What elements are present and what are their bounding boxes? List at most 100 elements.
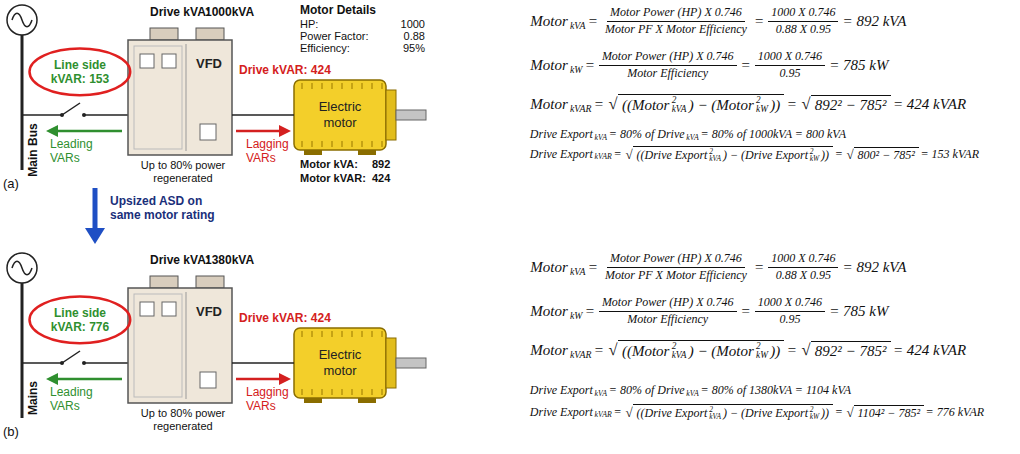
value-key: Motor kVAR: [300, 172, 366, 185]
subscript: kVA [709, 155, 721, 162]
main-bus [21, 283, 24, 418]
main-bus [21, 35, 24, 170]
denominator: 0.95 [776, 312, 803, 327]
lagging-arrow [236, 130, 280, 133]
node-text: Electric motor [305, 347, 375, 378]
equation-term: = [591, 96, 606, 113]
radicand: ((Motor2kVA) − (Motor2kW)) [618, 94, 785, 115]
value: 892 [372, 158, 390, 171]
equation-term: Motor [528, 96, 570, 113]
vfd-window [162, 302, 176, 316]
motor-foot [304, 150, 322, 155]
subscript: kVA [686, 390, 698, 399]
radical-sign: √ [799, 341, 811, 360]
motor-rib [371, 83, 373, 147]
equation-term: Motor [528, 303, 570, 320]
numerator: Motor Power (HP) X 0.746 [599, 296, 737, 312]
radicand: ((Drive Export2kVA) − (Drive Export2kW)) [633, 404, 833, 421]
subscript: kVA [672, 105, 687, 114]
fraction: 1000 X 0.7460.95 [755, 50, 825, 81]
motor-rib [371, 331, 373, 395]
sup-sub: 2kVA [672, 96, 687, 115]
superscript: 2 [709, 148, 721, 155]
equation-term: ) − (Drive Export [721, 149, 810, 163]
radicand: 1104² − 785² [854, 405, 924, 421]
equation-term: = 80% of Drive [607, 128, 686, 142]
equation-term: Drive Export [528, 406, 595, 420]
equation-term: = [612, 406, 624, 420]
equation-term: = [586, 259, 601, 276]
denominator: Motor PF X Motor Efficiency [602, 268, 750, 283]
numerator: Motor Power (HP) X 0.746 [599, 50, 737, 66]
motor-rib [361, 83, 363, 147]
subscript: kVA [595, 390, 607, 399]
numerator: 1000 X 0.746 [768, 6, 838, 22]
denominator: 0.88 X 0.95 [773, 268, 834, 283]
equation-term: = [752, 259, 767, 276]
panel-label: (b) [3, 424, 19, 440]
motor-rib [321, 83, 323, 147]
table-title: Motor Details [300, 3, 376, 17]
superscript: 2 [810, 406, 820, 413]
rating-label: Drive kVA: [150, 253, 210, 267]
subscript: kVAR [570, 103, 591, 114]
radical-sign: √ [606, 95, 618, 114]
motor-box: Electric motor [294, 328, 386, 398]
equation-term: = 785 kW [827, 303, 891, 320]
fraction: Motor Power (HP) X 0.746Motor PF X Motor… [602, 252, 750, 283]
vfd-divider [186, 44, 187, 151]
radical-sign: √ [623, 405, 632, 420]
equation-term: = 80% of 1380kVA = 1104 kVA [699, 384, 853, 398]
radicand: ((Motor2kVA) − (Motor2kW)) [618, 340, 785, 361]
rating-value: 1380kVA [205, 253, 254, 267]
vfd-tab [150, 276, 178, 288]
arrow-head [46, 373, 58, 385]
sup-sub: 2kVA [709, 406, 721, 421]
equation-term: = [591, 342, 606, 359]
equation-term: = [738, 57, 753, 74]
callout-ellipse: Line side kVAR: 776 [28, 295, 132, 345]
superscript: 2 [672, 96, 687, 105]
radical-sign: √ [845, 147, 854, 162]
equation: MotorkW=Motor Power (HP) X 0.746Motor Ef… [528, 50, 891, 81]
radical-sign: √ [606, 341, 618, 360]
vfd-cabinet [128, 288, 232, 403]
superscript: 2 [672, 342, 687, 351]
equation-term: Motor [528, 342, 570, 359]
motor-foot [358, 398, 376, 403]
equation: MotorkVA=Motor Power (HP) X 0.746Motor P… [528, 252, 909, 283]
fraction: 1000 X 0.7460.88 X 0.95 [768, 6, 838, 37]
subscript: kW [810, 155, 820, 162]
table-value: 95% [403, 42, 425, 55]
subscript: kW [570, 64, 582, 75]
panel [7, 253, 426, 418]
ellipse [30, 49, 131, 96]
denominator: 0.88 X 0.95 [773, 22, 834, 37]
equation-term: = 424 kVAR [891, 96, 969, 113]
numerator: 1000 X 0.746 [755, 50, 825, 66]
ellipse [30, 297, 131, 344]
equation-term: = 80% of Drive [607, 384, 686, 398]
motor-shaft [396, 358, 426, 368]
equation: MotorkVAR=√((Motor2kVA) − (Motor2kW))=√8… [528, 340, 968, 361]
subscript: kVAR [570, 349, 591, 360]
numerator: 1000 X 0.746 [768, 252, 838, 268]
equation-term: = [582, 303, 597, 320]
equation-term: = [582, 57, 597, 74]
equation-term: ((Drive Export [635, 407, 710, 421]
ac-source [7, 5, 37, 35]
note: Up to 80% power regenerated [128, 407, 238, 433]
vfd-door [134, 46, 182, 149]
equation: Drive ExportkVAR=√((Drive Export2kVA) − … [528, 404, 986, 421]
vfd-tab [196, 276, 224, 288]
numerator: Motor Power (HP) X 0.746 [607, 6, 745, 22]
vfd-divider [186, 292, 187, 399]
equation-term: = [752, 13, 767, 30]
subscript: kVAR [595, 153, 612, 162]
equation-term: 800² − 785² [856, 149, 917, 163]
sup-sub: 2kW [810, 406, 820, 421]
subscript: kW [570, 310, 582, 321]
superscript: 2 [709, 406, 721, 413]
rating-label: Drive kVA: [150, 5, 210, 19]
sine-symbol [12, 261, 32, 275]
